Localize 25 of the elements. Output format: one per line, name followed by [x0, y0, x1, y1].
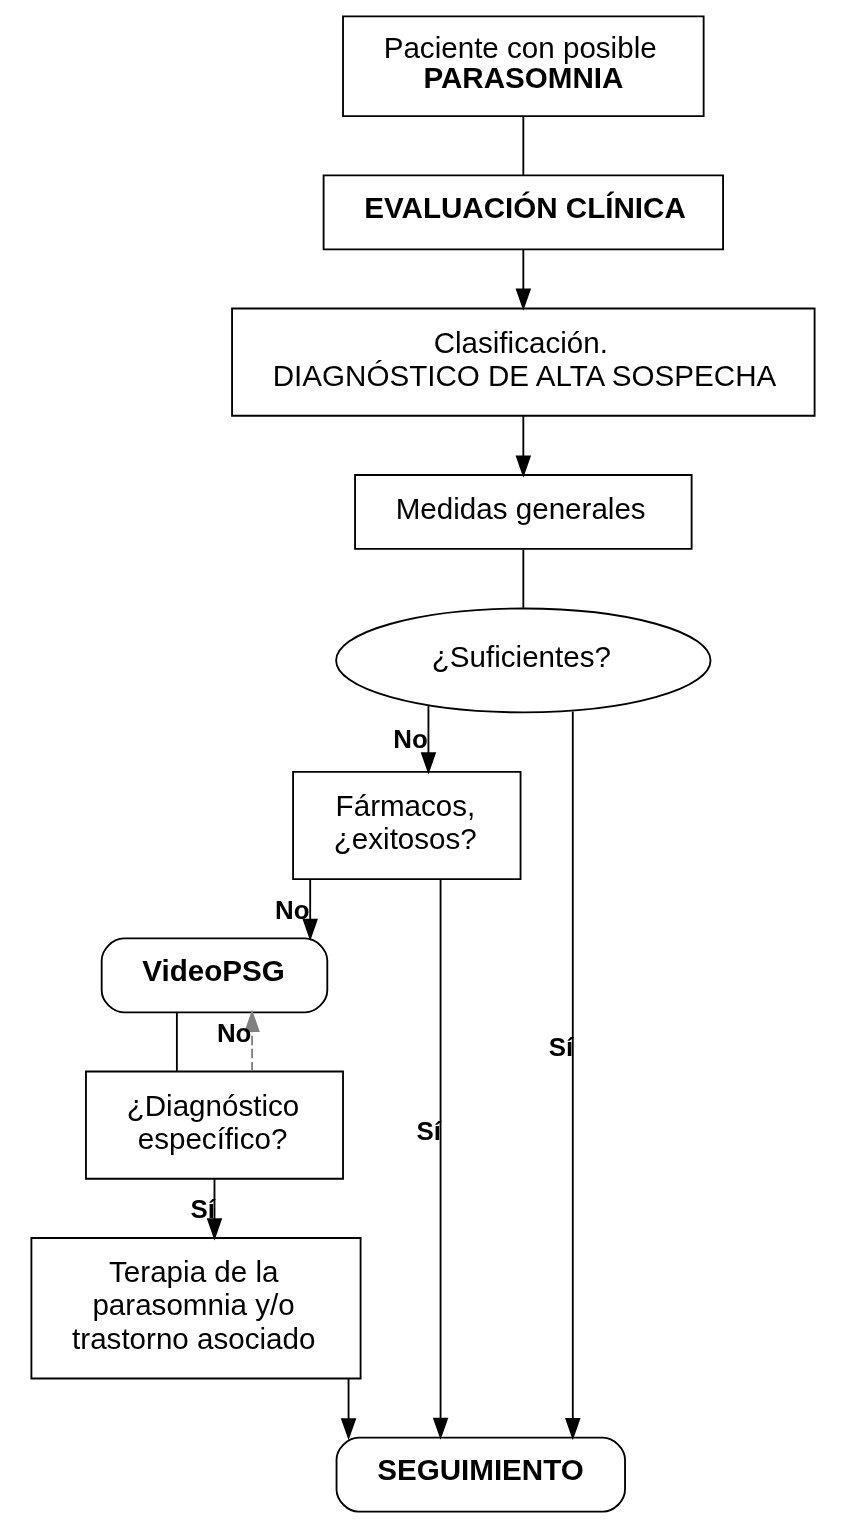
connector	[522, 115, 525, 176]
arrow	[565, 710, 581, 1441]
arrow	[302, 878, 318, 942]
node-box: EVALUACIÓN CLÍNICA	[322, 174, 724, 251]
connector	[522, 548, 525, 609]
node-box: VideoPSG	[100, 937, 329, 1014]
edge-label: No	[275, 895, 310, 924]
node-box: SEGUIMIENTO	[335, 1436, 626, 1513]
arrow	[340, 1377, 357, 1441]
arrow	[432, 878, 449, 1440]
arrow	[244, 1009, 260, 1072]
node-ellipse: ¿Suficientes?	[335, 607, 712, 714]
edge-label: No	[216, 1019, 252, 1048]
arrow	[420, 704, 437, 775]
node-box: Clasificación. DIAGNÓSTICO DE ALTA SOSPECHA	[231, 307, 816, 417]
node-box: Fármacos, ¿exitosos?	[292, 771, 522, 881]
node-box: Medidas generales	[354, 474, 693, 550]
arrow	[206, 1178, 223, 1241]
arrow	[515, 415, 532, 478]
arrow	[515, 248, 532, 311]
node-box: Terapia de la parasomnia y/o trastorno asociado	[30, 1237, 362, 1380]
node-box: ¿Diagnóstico específico?	[85, 1070, 344, 1180]
node-box: Paciente con posible PARASOMNIA	[342, 15, 705, 118]
connector	[175, 1011, 178, 1072]
edge-label: No	[393, 725, 428, 754]
